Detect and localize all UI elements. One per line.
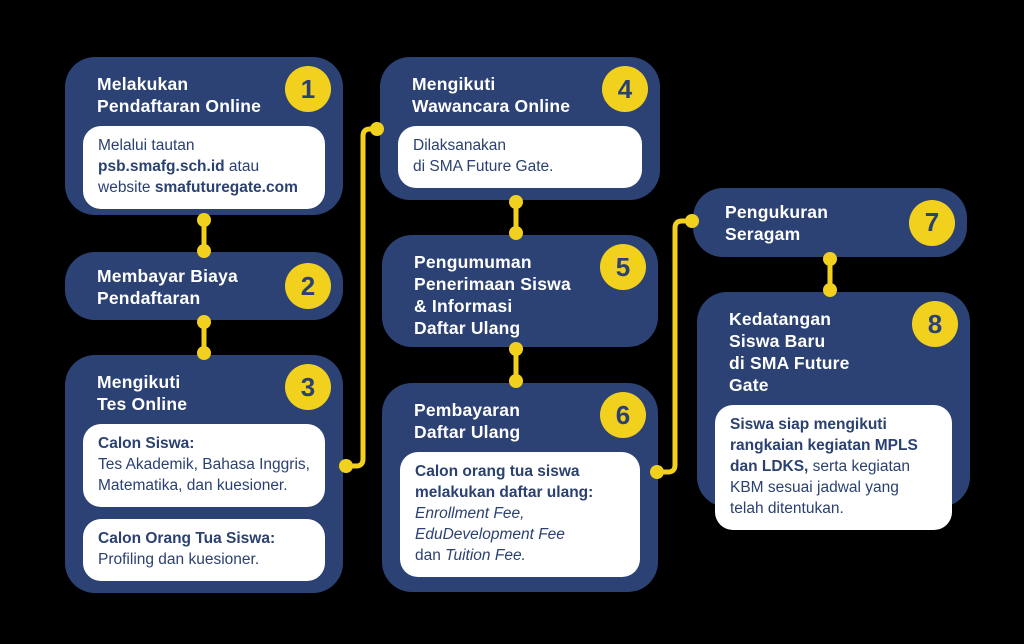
card-text: dan — [415, 547, 446, 564]
card-heading: Siswa siap mengikuti — [730, 416, 887, 433]
step-6-number-badge: 6 — [600, 392, 646, 438]
step-1-detail-card: Melalui tautan psb.smafg.sch.id atau web… — [83, 126, 325, 209]
step-5-title: Pengumuman Penerimaan Siswa & Informasi … — [414, 252, 571, 338]
step-1-title: Melakukan Pendaftaran Online — [97, 74, 262, 116]
step-2-box: 2 Membayar Biaya Pendaftaran — [65, 252, 343, 320]
step-7-number-badge: 7 — [909, 199, 955, 246]
card-heading: dan LDKS, — [730, 458, 809, 475]
step-8-number-badge: 8 — [912, 301, 958, 347]
card-text: Melalui tautan — [98, 137, 195, 154]
step-7-box: 7 Pengukuran Seragam — [693, 188, 967, 257]
step-4-number-badge: 4 — [602, 66, 648, 112]
step-1-box: 1 Melakukan Pendaftaran Online Melalui t… — [65, 57, 343, 215]
card-text: serta kegiatan — [808, 458, 911, 475]
card-heading: Calon Siswa: — [98, 435, 195, 452]
card-text: atau — [224, 158, 260, 175]
connector-step7-step8 — [823, 252, 837, 297]
step-3-title: Mengikuti Tes Online — [97, 372, 188, 414]
card-text: Matematika, dan kuesioner. — [98, 477, 288, 494]
card-heading: Calon Orang Tua Siswa: — [98, 530, 276, 547]
step-4-box: 4 Mengikuti Wawancara Online Dilaksanaka… — [380, 57, 660, 200]
card-heading: rangkaian kegiatan MPLS — [730, 437, 918, 454]
card-text: website — [98, 179, 155, 196]
step-4-title: Mengikuti Wawancara Online — [412, 74, 571, 116]
card-text: Dilaksanakan — [413, 137, 507, 154]
card-heading: Calon orang tua siswa — [415, 463, 580, 480]
fee-item: Enrollment Fee, — [415, 505, 525, 522]
card-heading: melakukan daftar ulang: — [415, 484, 594, 501]
website-link: smafuturegate.com — [154, 179, 298, 196]
step-3-number-badge: 3 — [285, 364, 331, 410]
connector-step2-step3 — [197, 315, 211, 360]
step-5-number-badge: 5 — [600, 244, 646, 290]
step-6-box: 6 Pembayaran Daftar Ulang Calon orang tu… — [382, 383, 658, 592]
registration-link: psb.smafg.sch.id — [98, 158, 225, 175]
connector-step3-step4 — [339, 122, 384, 473]
step-4-detail-card: Dilaksanakan di SMA Future Gate. — [398, 126, 642, 188]
step-8-box: 8 Kedatangan Siswa Baru di SMA Future Ga… — [697, 292, 970, 530]
card-text: Tes Akademik, Bahasa Inggris, — [98, 456, 310, 473]
card-text: telah ditentukan. — [730, 500, 844, 517]
step-5-box: 5 Pengumuman Penerimaan Siswa & Informas… — [382, 235, 658, 347]
fee-item: Tuition Fee. — [445, 547, 526, 564]
step-1-number-badge: 1 — [285, 66, 331, 112]
card-text: di SMA Future Gate. — [413, 158, 554, 175]
step-2-number-badge: 2 — [285, 263, 331, 309]
card-text: Profiling dan kuesioner. — [98, 551, 260, 568]
step-3-box: 3 Mengikuti Tes Online Calon Siswa: Tes … — [65, 355, 343, 593]
step-2-title: Membayar Biaya Pendaftaran — [97, 265, 238, 308]
connector-step5-step6 — [509, 342, 523, 388]
step-8-detail-card: Siswa siap mengikuti rangkaian kegiatan … — [715, 405, 952, 530]
fee-item: EduDevelopment Fee — [415, 526, 565, 543]
step-6-detail-card: Calon orang tua siswa melakukan daftar u… — [400, 452, 640, 577]
step-8-title: Kedatangan Siswa Baru di SMA Future Gate — [729, 309, 850, 395]
step-3-parents-card: Calon Orang Tua Siswa: Profiling dan kue… — [83, 519, 325, 581]
connector-step4-step5 — [509, 195, 523, 240]
card-text: KBM sesuai jadwal yang — [730, 479, 899, 496]
step-7-title: Pengukuran Seragam — [725, 202, 829, 244]
step-6-title: Pembayaran Daftar Ulang — [414, 400, 521, 442]
step-3-students-card: Calon Siswa: Tes Akademik, Bahasa Inggri… — [83, 424, 325, 507]
